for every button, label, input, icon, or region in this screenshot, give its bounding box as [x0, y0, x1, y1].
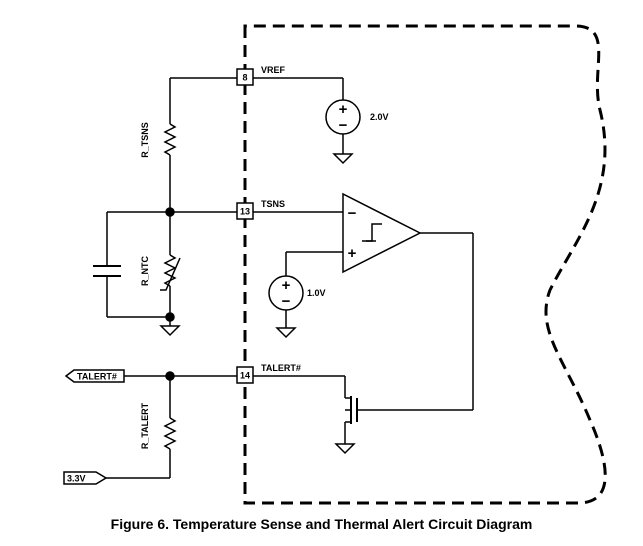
hysteresis-icon — [362, 223, 382, 242]
pin-number: 8 — [242, 73, 247, 83]
comparator-plus-sign: + — [348, 245, 357, 262]
thermistor-r-ntc — [163, 254, 177, 287]
circuit-diagram: 8 13 14 VREF TSNS TALERT# 2.0V 1.0V + − … — [63, 24, 607, 505]
pin-box-14: 14 — [236, 366, 254, 384]
vref-minus-sign: − — [339, 117, 348, 134]
pin-box-8: 8 — [236, 68, 254, 86]
pin-box-13: 13 — [236, 202, 254, 220]
comparator-minus-sign: − — [348, 205, 357, 222]
label-r-ntc: R_NTC — [140, 256, 150, 287]
thermistor-slash — [160, 257, 181, 291]
port-talert-out — [64, 369, 125, 383]
ground-icon — [332, 153, 354, 165]
pin-number: 14 — [240, 371, 250, 381]
threshold-minus-sign: − — [282, 293, 291, 310]
comparator-symbol — [342, 192, 422, 274]
net-label-vref: VREF — [261, 65, 286, 75]
net-label-tsns: TSNS — [261, 199, 285, 209]
label-r-talert: R_TALERT — [140, 402, 150, 449]
figure-caption: Figure 6. Temperature Sense and Thermal … — [110, 516, 533, 532]
threshold-source-label: 1.0V — [307, 288, 326, 298]
ground-icon — [275, 327, 297, 339]
junction-gnd — [165, 312, 175, 322]
ground-icon — [334, 443, 356, 455]
ic-boundary — [243, 24, 607, 505]
port-supply-label: 3.3V — [67, 474, 86, 484]
vref-plus-sign: + — [339, 101, 348, 118]
resistor-r-tsns — [163, 123, 177, 156]
resistor-r-talert — [163, 417, 177, 450]
ground-icon — [159, 325, 181, 337]
port-talert-label: TALERT# — [77, 372, 117, 382]
vref-source-label: 2.0V — [370, 112, 389, 122]
threshold-plus-sign: + — [282, 277, 291, 294]
pin-number: 13 — [240, 207, 250, 217]
label-r-tsns: R_TSNS — [140, 122, 150, 158]
port-supply-in — [63, 471, 108, 485]
net-label-talert: TALERT# — [261, 363, 301, 373]
